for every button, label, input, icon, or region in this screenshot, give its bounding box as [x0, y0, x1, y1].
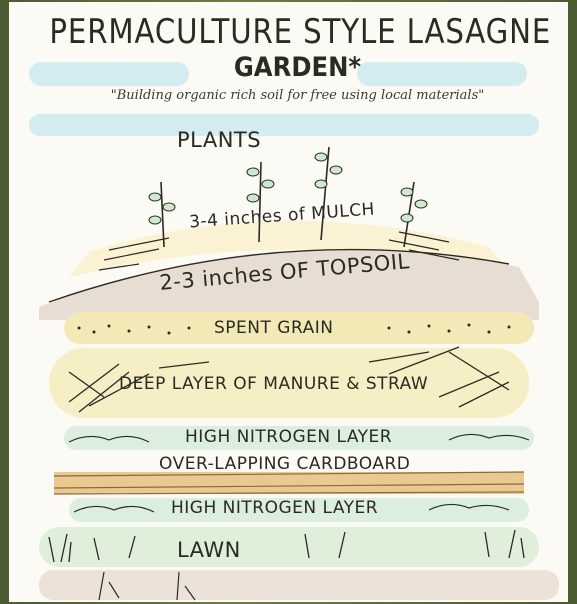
cardboard-edges	[53, 471, 525, 495]
topsoil-layer	[39, 249, 539, 320]
nitrogen-clumps-top	[68, 433, 530, 443]
diagram-subtitle: GARDEN*	[233, 52, 362, 83]
spent-grain-layer	[64, 312, 534, 344]
nitrogen-layer-top	[64, 426, 534, 450]
grain-dots	[77, 323, 511, 335]
label-plants: PLANTS	[177, 128, 262, 152]
grass-blades	[48, 529, 525, 563]
label-lawn: LAWN	[177, 538, 241, 562]
diagram-tagline: "Building organic rich soil for free usi…	[110, 88, 485, 103]
label-cardboard: OVER-LAPPING CARDBOARD	[159, 454, 411, 474]
cardboard-layer	[54, 472, 524, 494]
diagram-sheet: PERMACULTURE STYLE LASAGNE GARDEN* "Buil…	[9, 2, 568, 602]
straw-strokes	[68, 346, 510, 413]
nitrogen-clumps-bottom	[73, 503, 510, 513]
subsoil-layer	[39, 570, 559, 600]
label-manure-straw: DEEP LAYER OF MANURE & STRAW	[119, 374, 429, 394]
mulch-band	[69, 220, 509, 277]
title-highlight-left	[29, 62, 189, 86]
title-highlight-right	[357, 62, 527, 86]
lawn-layer	[39, 527, 539, 567]
topsoil-outline	[48, 248, 510, 303]
tagline-highlight	[29, 114, 539, 136]
manure-straw-layer	[49, 348, 529, 418]
plant-leaves	[148, 152, 428, 225]
nitrogen-layer-bottom	[69, 498, 529, 522]
roots	[98, 571, 196, 601]
diagram-drawing	[29, 62, 559, 601]
mulch-strokes	[98, 231, 460, 271]
diagram-title: PERMACULTURE STYLE LASAGNE	[49, 12, 552, 52]
label-high-nitrogen-bottom: HIGH NITROGEN LAYER	[171, 498, 379, 518]
label-high-nitrogen-top: HIGH NITROGEN LAYER	[185, 427, 393, 447]
label-spent-grain: SPENT GRAIN	[214, 318, 334, 338]
